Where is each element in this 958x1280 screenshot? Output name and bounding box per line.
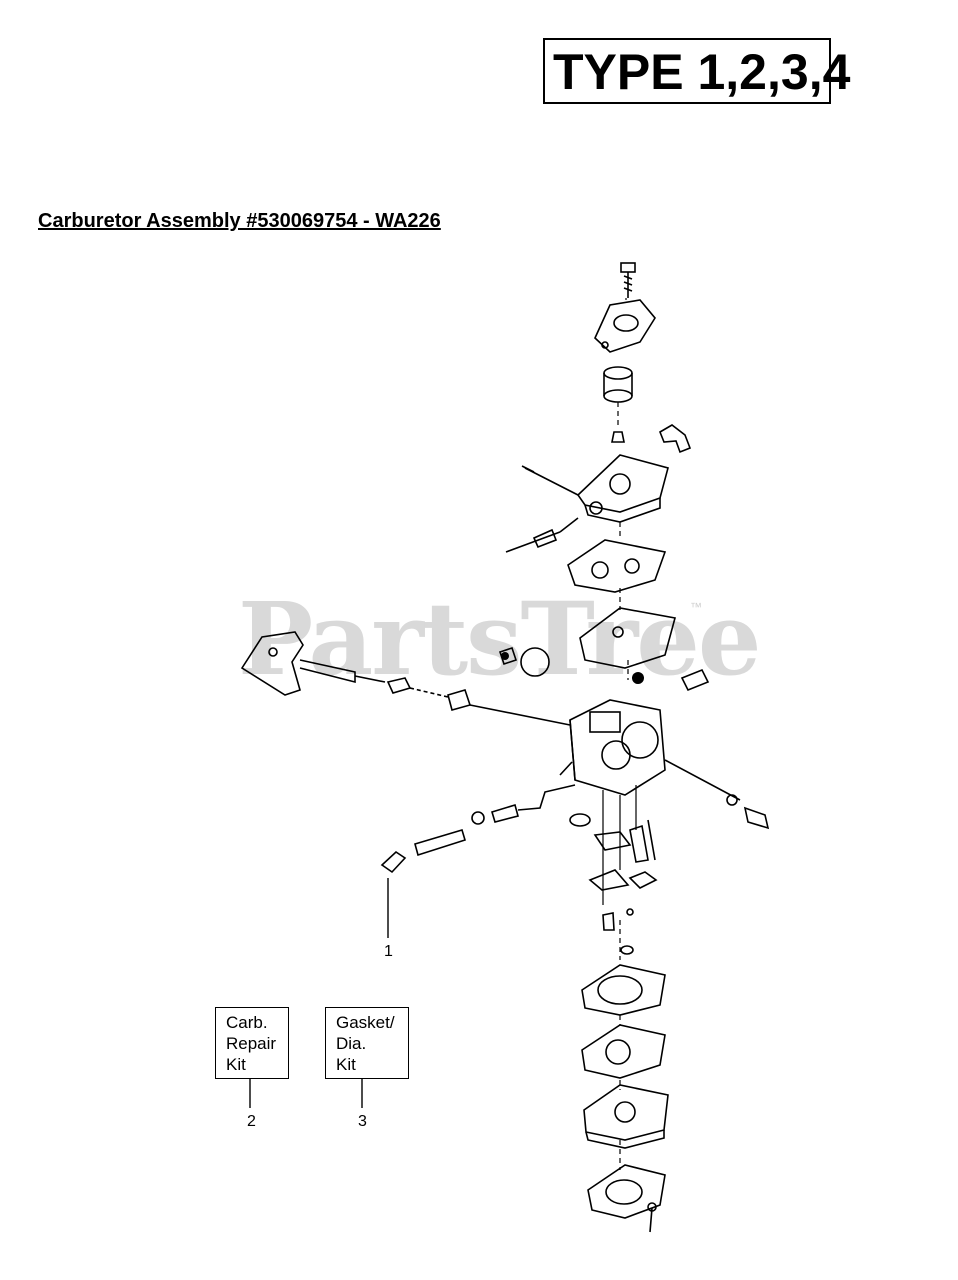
callout-3: 3 <box>358 1113 367 1130</box>
top-screw <box>620 262 636 298</box>
type-label: TYPE 1,2,3,4 <box>553 44 851 100</box>
pump-cover <box>521 454 669 523</box>
gasket-kit-line-3: Kit <box>336 1055 356 1074</box>
right-screw <box>664 759 770 830</box>
carburetor-body <box>559 699 666 796</box>
assembly-title: Carburetor Assembly #530069754 - WA226 <box>38 210 441 232</box>
metering-cover <box>583 1084 669 1141</box>
cover-plate <box>594 299 656 353</box>
gasket-kit-line-1: Gasket/ <box>336 1013 395 1032</box>
idle-needle <box>414 784 576 857</box>
needle-screw-upper <box>505 517 579 553</box>
callout-1: 1 <box>384 943 393 960</box>
repair-kit-line-1: Carb. <box>226 1013 268 1032</box>
filter <box>603 366 633 403</box>
gasket-dia-kit-box: Gasket/ Dia. Kit <box>325 1007 409 1079</box>
type-label-box: TYPE 1,2,3,4 <box>543 38 850 104</box>
pump-diaphragm <box>579 607 676 669</box>
metering-gasket <box>581 964 666 1016</box>
gasket-kit-line-2: Dia. <box>336 1034 367 1053</box>
watermark-trademark: ™ <box>690 600 702 614</box>
carb-repair-kit-box: Carb. Repair Kit <box>215 1007 289 1079</box>
callout-2: 2 <box>247 1113 256 1130</box>
repair-kit-line-3: Kit <box>226 1055 246 1074</box>
throttle-lever <box>240 631 386 696</box>
metering-diaphragm <box>581 1024 666 1079</box>
pump-gasket <box>567 539 667 593</box>
bottom-plate <box>587 1164 666 1219</box>
repair-kit-line-2: Repair <box>226 1034 277 1053</box>
watermark: PartsTree <box>238 580 762 698</box>
